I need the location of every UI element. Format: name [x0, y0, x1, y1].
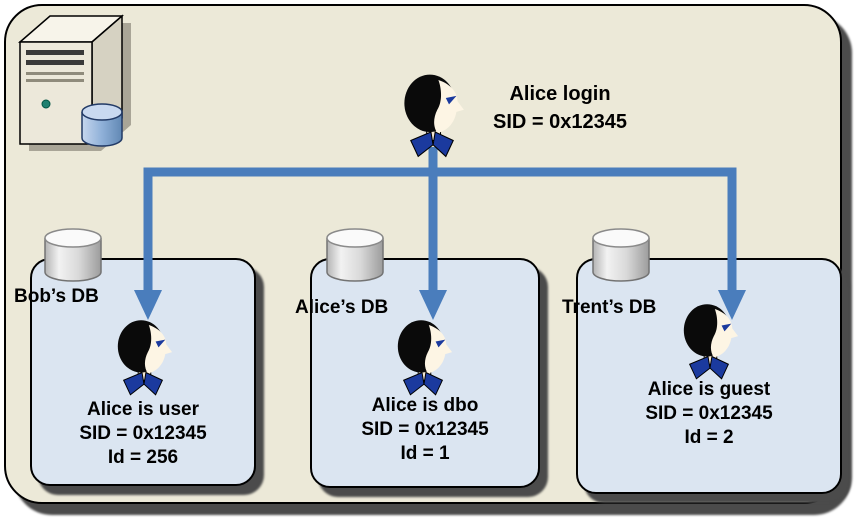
db-role: Alice is dbo — [371, 395, 479, 416]
db-sid: SID = 0x12345 — [79, 423, 207, 444]
person-head-icon — [392, 316, 454, 403]
db-role: Alice is guest — [647, 379, 771, 400]
db-sid: SID = 0x12345 — [645, 403, 773, 424]
person-head-icon — [678, 300, 740, 387]
db-id: Id = 1 — [400, 443, 450, 464]
db-user-mapping-text: Alice is dbo SID = 0x12345 Id = 1 — [314, 394, 536, 466]
db-id: Id = 256 — [107, 447, 179, 468]
db-user-mapping-text: Alice is user SID = 0x12345 Id = 256 — [34, 398, 252, 470]
db-name-label: Trent’s DB — [562, 297, 657, 318]
database-cylinder-icon — [590, 226, 652, 289]
person-head-icon — [112, 316, 174, 403]
db-sid: SID = 0x12345 — [361, 419, 489, 440]
login-title: Alice login — [509, 83, 611, 105]
db-name-label: Alice’s DB — [295, 297, 389, 318]
db-user-mapping-text: Alice is guest SID = 0x12345 Id = 2 — [580, 378, 838, 450]
database-cylinder-icon — [42, 226, 104, 289]
login-sid: SID = 0x12345 — [493, 111, 627, 133]
db-role: Alice is user — [87, 399, 199, 420]
db-id: Id = 2 — [684, 427, 734, 448]
database-cylinder-icon — [324, 226, 386, 289]
alice-login-label: Alice login SID = 0x12345 — [452, 80, 668, 136]
db-box-trents-db — [576, 258, 842, 494]
server-icon — [10, 8, 136, 163]
db-name-label: Bob’s DB — [14, 286, 99, 307]
